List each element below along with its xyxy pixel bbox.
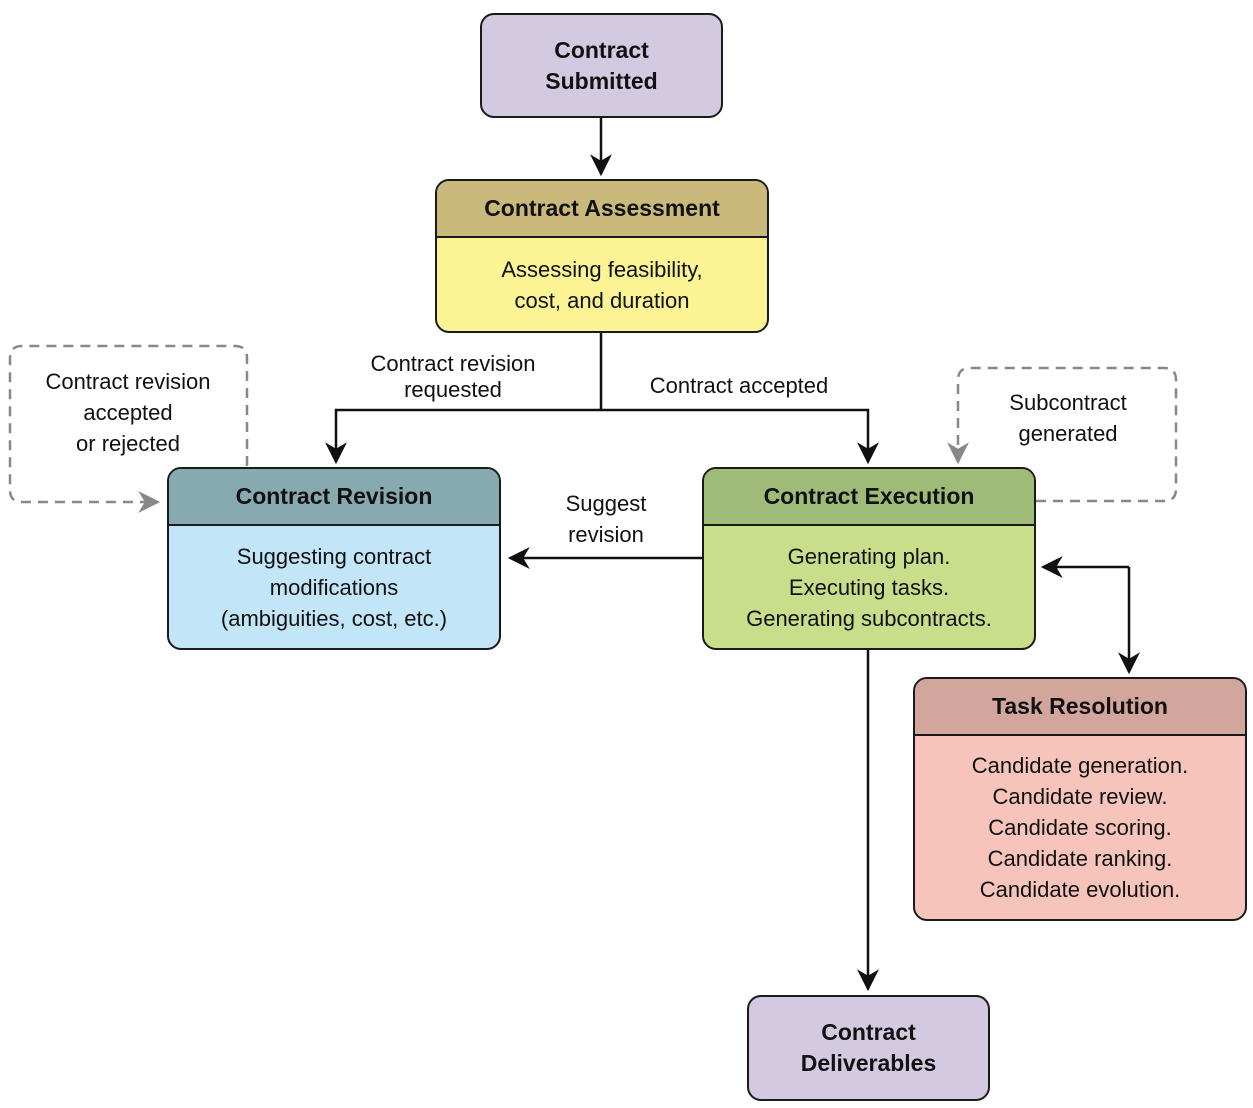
node-text-line: Candidate scoring.: [988, 815, 1172, 840]
node-contract-submitted: Contract Submitted: [480, 13, 723, 118]
node-header: Contract Execution: [704, 469, 1034, 526]
node-text-line: (ambiguities, cost, etc.): [220, 605, 448, 631]
node-body: Assessing feasibility, cost, and duratio…: [437, 238, 767, 331]
edge-label-revision-requested: Contract revision requested: [353, 351, 553, 403]
node-text-line: Assessing feasibility,: [501, 256, 703, 282]
edge-label-suggest-revision: Suggest revision: [546, 488, 666, 550]
node-header: Contract Revision: [169, 469, 499, 526]
edge-label-line: Suggest: [565, 491, 647, 516]
edge-label-contract-accepted: Contract accepted: [630, 373, 848, 399]
edge-label-subcontract-loop: Subcontract generated: [980, 387, 1156, 449]
node-text-line: Generating subcontracts.: [746, 605, 992, 631]
node-header: Contract Assessment: [437, 181, 767, 238]
node-contract-assessment: Contract Assessment Assessing feasibilit…: [435, 179, 769, 333]
edge-label-line: requested: [404, 377, 502, 402]
edge-label-line: Contract revision: [45, 369, 211, 394]
node-text-line: Candidate generation.: [971, 753, 1189, 778]
node-text-line: modifications: [269, 574, 399, 600]
node-body: Suggesting contract modifications (ambig…: [169, 526, 499, 648]
dashed-revision-loop: [8, 344, 249, 513]
node-text-line: Candidate review.: [992, 784, 1168, 809]
node-text-line: Suggesting contract: [236, 543, 432, 569]
node-text-line: Candidate evolution.: [979, 877, 1181, 902]
edge-label-line: revision: [568, 522, 644, 547]
edge-label-line: or rejected: [76, 431, 180, 456]
node-text-line: Deliverables: [800, 1050, 937, 1076]
node-text-line: Contract: [821, 1019, 916, 1045]
node-contract-execution: Contract Execution Generating plan. Exec…: [702, 467, 1036, 650]
edge-label-revision-loop: Contract revision accepted or rejected: [20, 366, 236, 459]
arrow-to-revision: [325, 408, 601, 465]
edge-label-line: Contract accepted: [649, 373, 829, 398]
dashed-subcontract-loop: [947, 366, 1178, 503]
node-text-line: Candidate ranking.: [987, 846, 1173, 871]
node-text-line: Contract: [554, 36, 649, 63]
edge-label-line: Subcontract: [1009, 390, 1127, 415]
node-text-line: Generating plan.: [787, 543, 951, 569]
node-text-line: cost, and duration: [514, 287, 690, 313]
node-body: Candidate generation. Candidate review. …: [915, 736, 1245, 919]
arrow-to-execution: [601, 408, 879, 465]
node-text-line: Executing tasks.: [788, 574, 950, 600]
edge-label-line: accepted: [83, 400, 173, 425]
node-contract-deliverables: Contract Deliverables: [747, 995, 990, 1101]
node-task-resolution: Task Resolution Candidate generation. Ca…: [913, 677, 1247, 921]
edge-label-line: generated: [1018, 421, 1118, 446]
node-contract-revision: Contract Revision Suggesting contract mo…: [167, 467, 501, 650]
edge-label-line: Contract revision: [370, 351, 536, 376]
node-text-line: Submitted: [545, 67, 658, 94]
node-body: Generating plan. Executing tasks. Genera…: [704, 526, 1034, 648]
node-header: Task Resolution: [915, 679, 1245, 736]
